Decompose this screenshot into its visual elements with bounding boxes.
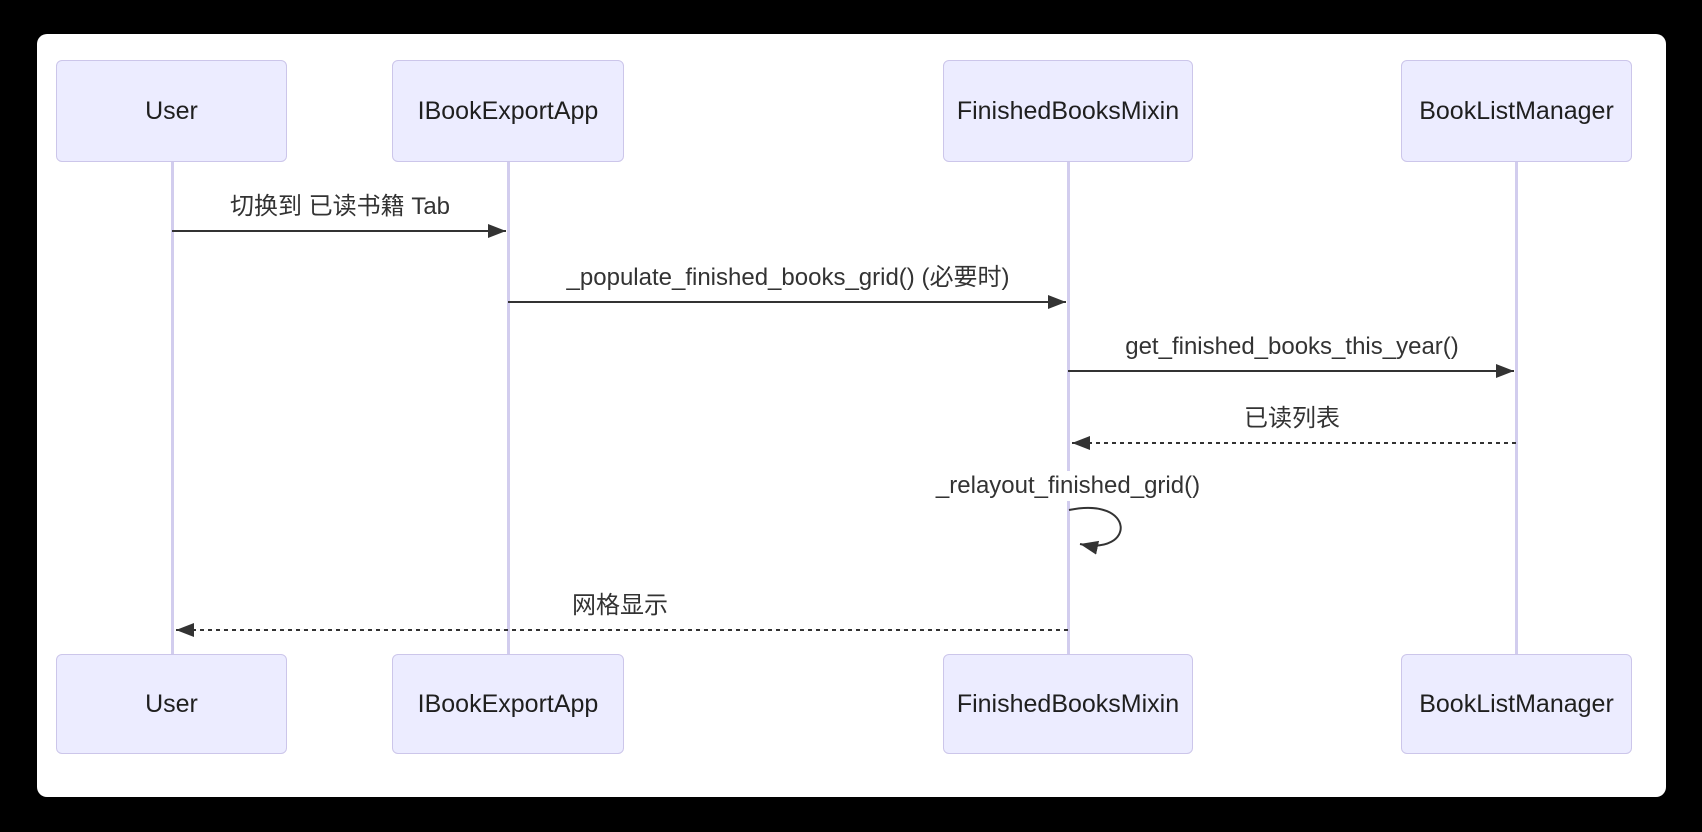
lifeline-user: [171, 162, 174, 654]
message-label-return-list: 已读列表: [1244, 404, 1340, 434]
actor-label: IBookExportApp: [417, 689, 599, 718]
message-label-get-finished-books: get_finished_books_this_year(): [1125, 332, 1459, 362]
actor-top-ibook-export-app: IBookExportApp: [392, 60, 624, 162]
actor-bottom-user: User: [56, 654, 287, 754]
actor-bottom-finished-books-mixin: FinishedBooksMixin: [943, 654, 1193, 754]
actor-bottom-book-list-manager: BookListManager: [1401, 654, 1632, 754]
sequence-diagram-canvas: User IBookExportApp FinishedBooksMixin B…: [37, 34, 1666, 797]
actor-label: User: [145, 689, 198, 718]
actor-top-finished-books-mixin: FinishedBooksMixin: [943, 60, 1193, 162]
message-label-self-relayout: _relayout_finished_grid(): [935, 471, 1201, 501]
actor-label: IBookExportApp: [417, 96, 599, 125]
lifeline-finished-books-mixin: [1067, 162, 1070, 654]
message-label-switch-tab: 切换到 已读书籍 Tab: [229, 192, 451, 222]
actor-label: BookListManager: [1419, 96, 1614, 125]
actor-label: FinishedBooksMixin: [956, 689, 1180, 718]
message-label-populate-grid: _populate_finished_books_grid() (必要时): [566, 263, 1010, 293]
lifeline-book-list-manager: [1515, 162, 1518, 654]
arrows-layer: [172, 224, 1516, 637]
message-arrow-self-relayout: [1068, 507, 1122, 555]
actor-top-user: User: [56, 60, 287, 162]
lifeline-ibook-export-app: [507, 162, 510, 654]
actor-label: BookListManager: [1419, 689, 1614, 718]
actor-top-book-list-manager: BookListManager: [1401, 60, 1632, 162]
message-label-grid-display: 网格显示: [572, 591, 668, 621]
actor-label: FinishedBooksMixin: [956, 96, 1180, 125]
actor-label: User: [145, 96, 198, 125]
actor-bottom-ibook-export-app: IBookExportApp: [392, 654, 624, 754]
